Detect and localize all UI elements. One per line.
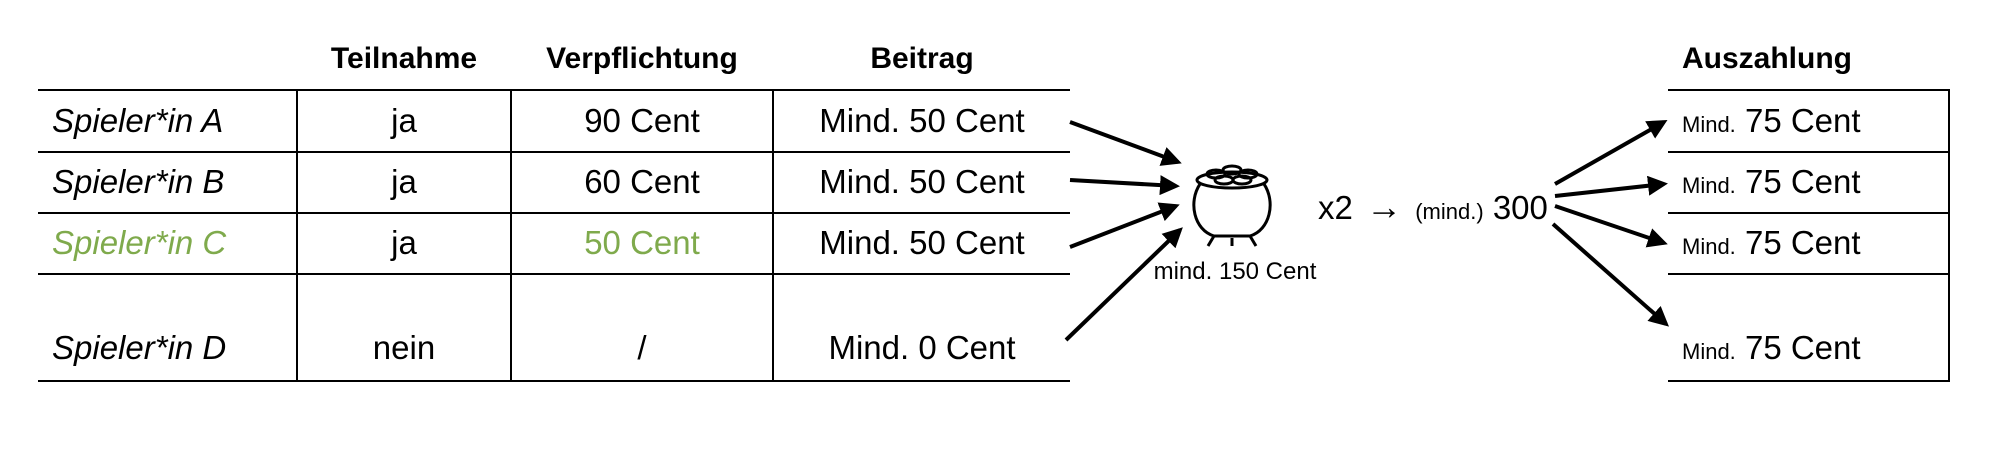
contribution-arrow <box>1064 227 1183 342</box>
contribution-arrow <box>1069 202 1180 249</box>
commitment-cell: 60 Cent <box>584 163 700 200</box>
payout-cell: Mind. 75 Cent <box>1682 102 1861 140</box>
contribution-cell: Mind. 50 Cent <box>819 224 1025 261</box>
payout-rule-top <box>1668 89 1950 91</box>
table-rule <box>38 151 1070 153</box>
header-contribution: Beitrag <box>870 42 974 75</box>
payout-amount: 75 Cent <box>1744 163 1861 200</box>
payout-prefix: Mind. <box>1682 112 1736 137</box>
player-name: Spieler*in A <box>52 102 224 139</box>
payout-amount: 75 Cent <box>1744 102 1861 139</box>
participation-cell: ja <box>391 102 417 139</box>
table-column-divider <box>296 89 298 382</box>
contribution-arrow <box>1069 175 1180 196</box>
payout-cell: Mind. 75 Cent <box>1682 163 1861 201</box>
participation-cell: nein <box>372 329 436 366</box>
payout-arrow <box>1551 222 1669 327</box>
payout-rule <box>1668 151 1950 153</box>
multiplied-total: 300 <box>1492 189 1548 226</box>
payout-rule-bottom <box>1668 380 1950 382</box>
payout-prefix: Mind. <box>1682 173 1736 198</box>
participation-cell: ja <box>391 163 417 200</box>
table-rule-bottom <box>38 380 1070 382</box>
payout-rule <box>1668 273 1950 275</box>
payout-arrow <box>1554 120 1668 186</box>
multiplier-group: x2 → (mind.) 300 <box>1318 186 1548 228</box>
payout-amount: 75 Cent <box>1744 329 1861 366</box>
payout-right-border <box>1948 89 1950 382</box>
contribution-cell: Mind. 0 Cent <box>828 329 1016 366</box>
table-column-divider <box>510 89 512 382</box>
pot-total-label: mind. 150 Cent <box>1153 258 1317 285</box>
header-commitment: Verpflichtung <box>546 42 738 75</box>
player-name: Spieler*in D <box>52 329 227 366</box>
commitment-cell-highlighted: 50 Cent <box>584 224 700 261</box>
payout-rule <box>1668 212 1950 214</box>
contribution-cell: Mind. 50 Cent <box>819 163 1025 200</box>
multiplier-factor: x2 <box>1318 189 1353 226</box>
right-arrow-icon: → <box>1366 186 1403 227</box>
contribution-cell: Mind. 50 Cent <box>819 102 1025 139</box>
commitment-cell: 90 Cent <box>584 102 700 139</box>
multiplier-prefix: (mind.) <box>1415 199 1484 224</box>
payout-prefix: Mind. <box>1682 234 1736 259</box>
table-rule <box>38 212 1070 214</box>
payout-cell: Mind. 75 Cent <box>1682 224 1861 262</box>
participation-cell: ja <box>391 224 417 261</box>
pot-of-coins-icon <box>1192 164 1272 247</box>
payout-cell: Mind. 75 Cent <box>1682 329 1861 367</box>
commitment-cell: / <box>637 329 647 366</box>
player-name: Spieler*in B <box>52 163 225 200</box>
table-column-divider <box>772 89 774 382</box>
contribution-arrow <box>1069 120 1182 166</box>
payout-amount: 75 Cent <box>1744 224 1861 261</box>
player-name-highlighted: Spieler*in C <box>52 224 227 261</box>
payout-prefix: Mind. <box>1682 339 1736 364</box>
header-payout: Auszahlung <box>1682 42 1852 75</box>
table-rule-top <box>38 89 1070 91</box>
payout-arrow <box>1554 204 1668 248</box>
table-rule <box>38 273 1070 275</box>
header-participation: Teilnahme <box>330 42 478 75</box>
payout-arrow <box>1554 175 1668 198</box>
